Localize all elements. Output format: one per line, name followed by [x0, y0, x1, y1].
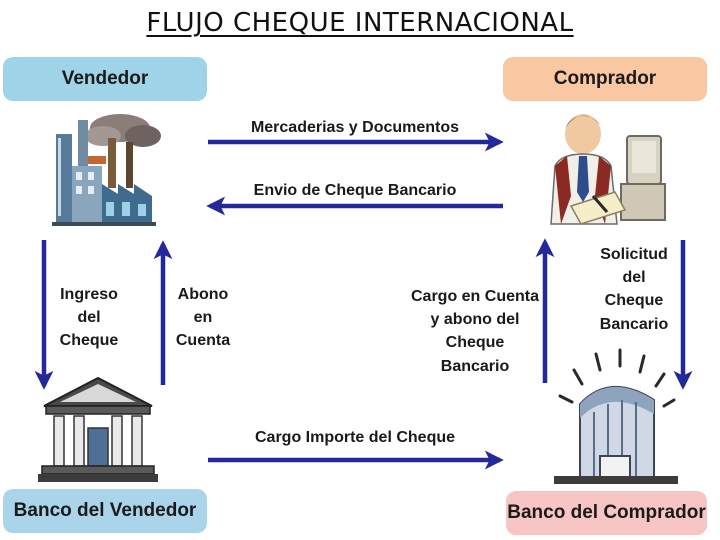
- box-vendedor: Vendedor: [3, 57, 207, 101]
- box-banco-vendedor-label: Banco del Vendedor: [13, 500, 197, 521]
- label-abono-cuenta: Abono en Cuenta: [175, 286, 231, 350]
- label-envio-cheque: Envio de Cheque Bancario: [253, 182, 457, 199]
- box-comprador-label: Comprador: [553, 68, 657, 89]
- office-building-illustration: [554, 348, 678, 484]
- bank-building-illustration: [38, 376, 158, 482]
- label-ingreso-cheque: Ingreso del Cheque: [59, 286, 119, 350]
- box-banco-comprador: Banco del Comprador: [506, 491, 707, 535]
- diagram-title-text: FLUJO CHEQUE INTERNACIONAL: [146, 8, 574, 38]
- box-vendedor-label: Vendedor: [61, 68, 149, 89]
- label-cargo-importe: Cargo Importe del Cheque: [254, 429, 456, 446]
- box-banco-vendedor: Banco del Vendedor: [3, 489, 207, 533]
- label-cargo-abono: Cargo en Cuenta y abono del Cheque Banca…: [410, 288, 539, 375]
- factory-illustration: [52, 114, 161, 226]
- box-banco-comprador-label: Banco del Comprador: [507, 502, 706, 523]
- label-mercaderias: Mercaderias y Documentos: [250, 119, 460, 136]
- businessman-illustration: [550, 114, 666, 225]
- box-comprador: Comprador: [503, 57, 707, 101]
- diagram-title: FLUJO CHEQUE INTERNACIONAL: [0, 8, 720, 38]
- label-solicitud: Solicitud del Cheque Bancario: [599, 246, 669, 333]
